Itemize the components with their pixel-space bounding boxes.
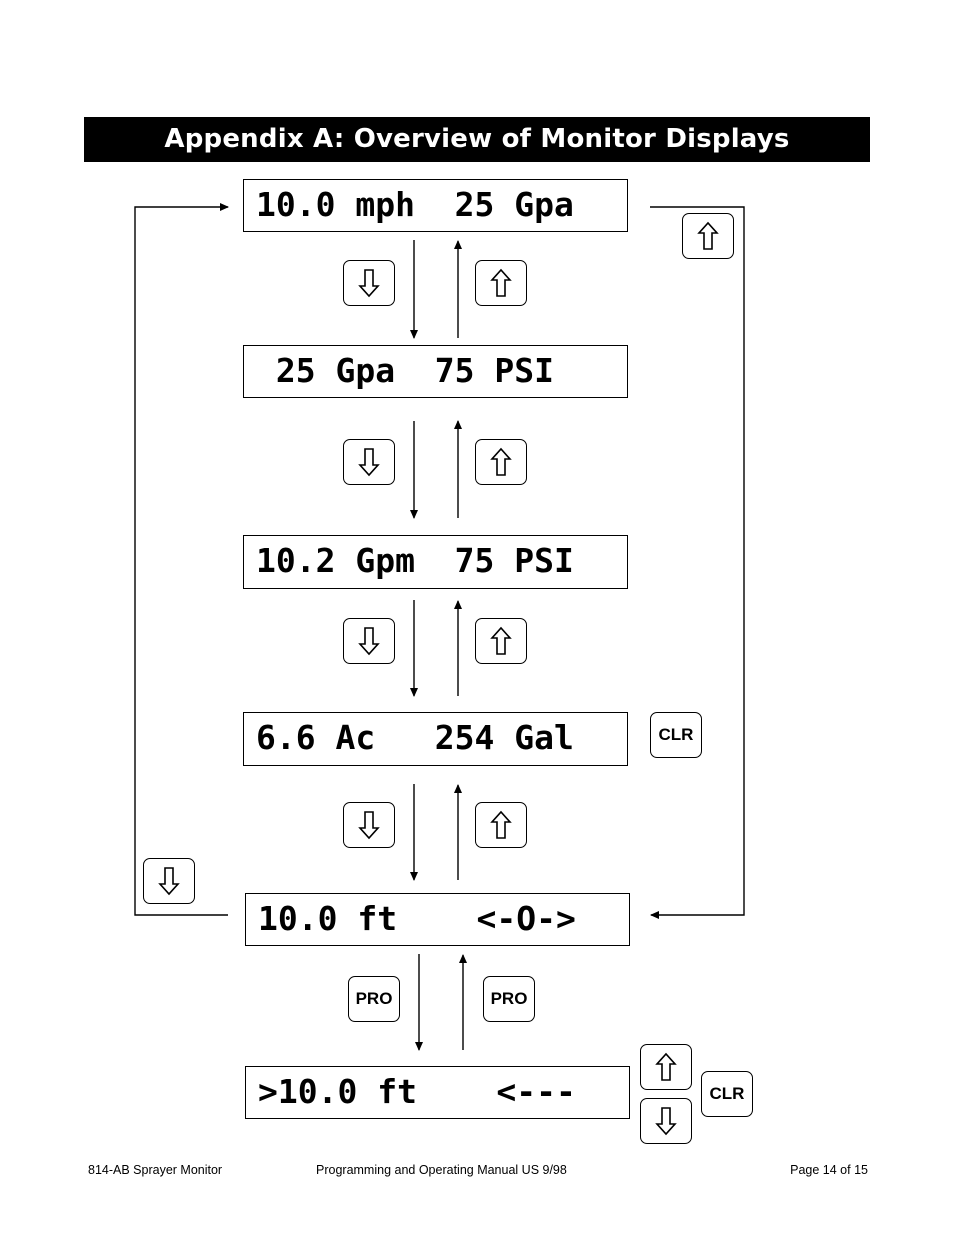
appendix-title: Appendix A: Overview of Monitor Displays <box>84 117 870 162</box>
down-arrow-icon <box>655 1107 677 1136</box>
up-arrow-icon <box>655 1052 677 1081</box>
display-boom-status: 10.0 ft <-O-> <box>245 893 630 946</box>
footer-page-number: Page 14 of 15 <box>790 1163 868 1177</box>
down-arrow-key[interactable] <box>143 858 195 904</box>
footer-manual: Programming and Operating Manual US 9/98 <box>316 1163 567 1177</box>
up-arrow-icon <box>697 221 719 250</box>
down-arrow-icon <box>358 269 380 298</box>
footer-product: 814-AB Sprayer Monitor <box>88 1163 223 1177</box>
clr-key[interactable]: CLR <box>650 712 702 758</box>
down-arrow-icon <box>358 627 380 656</box>
up-arrow-icon <box>490 268 512 297</box>
display-rate-pressure: 25 Gpa 75 PSI <box>243 345 628 398</box>
down-arrow-key[interactable] <box>343 260 395 306</box>
up-arrow-key[interactable] <box>640 1044 692 1090</box>
pro-key[interactable]: PRO <box>483 976 535 1022</box>
down-arrow-key[interactable] <box>343 439 395 485</box>
down-arrow-icon <box>358 448 380 477</box>
up-arrow-icon <box>490 447 512 476</box>
up-arrow-key[interactable] <box>475 260 527 306</box>
up-arrow-key[interactable] <box>682 213 734 259</box>
up-arrow-key[interactable] <box>475 439 527 485</box>
pro-key[interactable]: PRO <box>348 976 400 1022</box>
display-boom-select: >10.0 ft <--- <box>245 1066 630 1119</box>
up-arrow-key[interactable] <box>475 618 527 664</box>
clr-key[interactable]: CLR <box>701 1071 753 1117</box>
up-arrow-key[interactable] <box>475 802 527 848</box>
down-arrow-key[interactable] <box>640 1098 692 1144</box>
up-arrow-icon <box>490 810 512 839</box>
down-arrow-key[interactable] <box>343 618 395 664</box>
down-arrow-key[interactable] <box>343 802 395 848</box>
display-speed-rate: 10.0 mph 25 Gpa <box>243 179 628 232</box>
down-arrow-icon <box>358 811 380 840</box>
up-arrow-icon <box>490 626 512 655</box>
display-area-volume: 6.6 Ac 254 Gal <box>243 712 628 766</box>
display-flow-pressure: 10.2 Gpm 75 PSI <box>243 535 628 589</box>
down-arrow-icon <box>158 867 180 896</box>
